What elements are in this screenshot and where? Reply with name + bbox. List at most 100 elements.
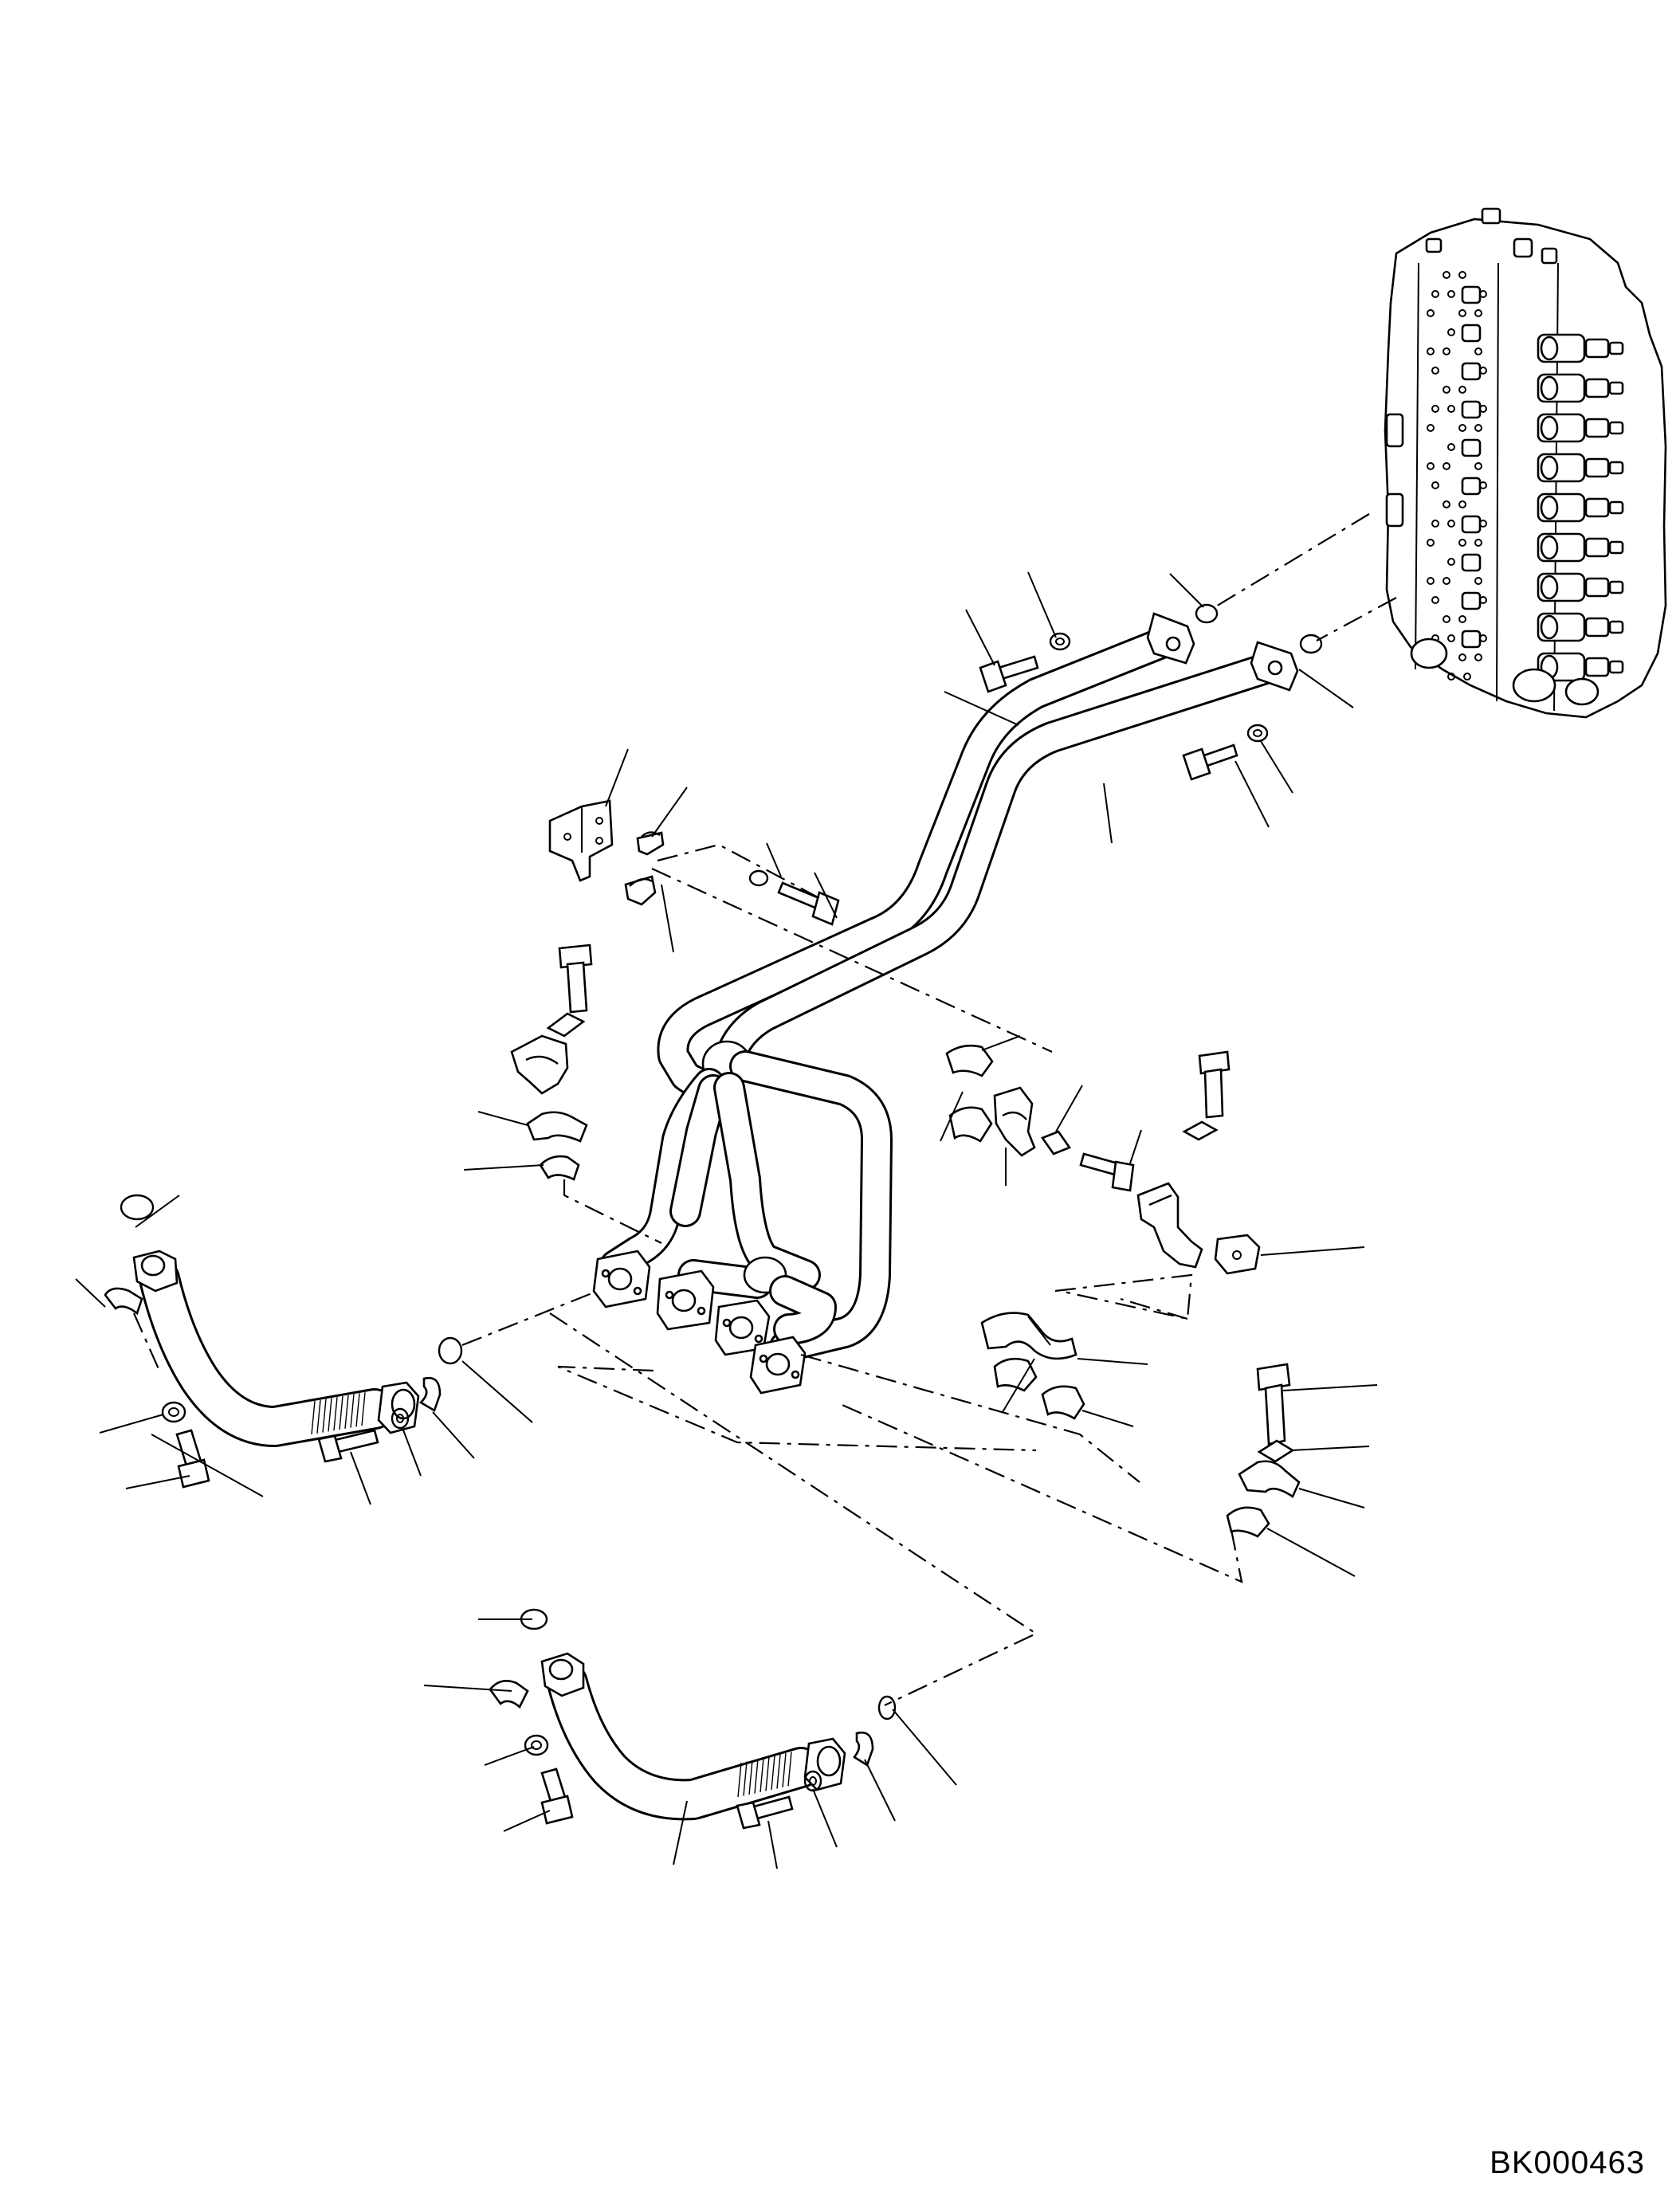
callout-leader bbox=[1290, 1446, 1370, 1451]
hose-crimp-mark bbox=[316, 1399, 321, 1434]
port-hole bbox=[1458, 309, 1466, 317]
port-hole bbox=[1443, 500, 1450, 508]
plate-icon bbox=[1182, 1120, 1219, 1141]
spool-plug bbox=[1584, 378, 1610, 398]
callout-leader bbox=[1169, 573, 1204, 608]
bracket-icon bbox=[548, 799, 614, 882]
bolt-icon bbox=[540, 1767, 574, 1825]
washer-icon bbox=[1049, 632, 1071, 651]
callout-leader-lines bbox=[75, 571, 1378, 1869]
callout-leader bbox=[1103, 783, 1113, 844]
hose-crimp-mark bbox=[350, 1394, 355, 1428]
clamp-icon bbox=[993, 1357, 1038, 1392]
assembly-line bbox=[557, 1365, 1037, 1452]
spool-plug bbox=[1584, 657, 1610, 677]
hose-icon bbox=[540, 1652, 846, 1821]
bolt-icon bbox=[777, 881, 840, 926]
valve-fitting bbox=[1461, 362, 1482, 381]
callout-leader bbox=[463, 1164, 544, 1171]
callout-leader bbox=[812, 1788, 838, 1848]
assembly-line bbox=[549, 1312, 1038, 1706]
callout-leader bbox=[477, 1111, 528, 1126]
port-hole bbox=[1431, 596, 1439, 604]
port-hole bbox=[1427, 539, 1435, 547]
clamp-icon bbox=[526, 1111, 588, 1143]
bolt-icon bbox=[979, 655, 1039, 693]
callout-leader bbox=[503, 1810, 551, 1832]
spool-nut bbox=[1608, 381, 1624, 395]
callout-leader bbox=[1081, 1410, 1134, 1427]
hose-crimp-mark bbox=[782, 1752, 787, 1788]
valve-fitting bbox=[1461, 438, 1482, 457]
spool-nut bbox=[1608, 461, 1624, 475]
port-hole bbox=[1447, 558, 1455, 566]
spool-end bbox=[1540, 614, 1559, 640]
washer-icon bbox=[1246, 724, 1269, 743]
hose-crimp-mark bbox=[361, 1392, 366, 1426]
o-ring-icon bbox=[1195, 603, 1219, 624]
o-ring-icon bbox=[1299, 634, 1323, 654]
spool-plug bbox=[1584, 617, 1610, 638]
plate-icon bbox=[546, 1012, 586, 1038]
clamp-icon bbox=[624, 875, 657, 906]
assembly-line bbox=[836, 1401, 1243, 1583]
spool-end bbox=[1540, 535, 1559, 560]
clamp-icon bbox=[539, 1155, 580, 1181]
spool-nut bbox=[1608, 500, 1624, 515]
clamp-icon bbox=[1226, 1506, 1270, 1538]
callout-leader bbox=[1260, 740, 1293, 794]
spool-nut bbox=[1608, 341, 1624, 355]
port-hole bbox=[1431, 405, 1439, 413]
port-hole bbox=[1443, 386, 1450, 394]
callout-leader bbox=[661, 884, 674, 953]
hose-crimp-mark bbox=[737, 1762, 742, 1798]
bolt-icon bbox=[175, 1429, 210, 1489]
clamp-icon bbox=[1214, 1234, 1261, 1275]
callout-leader bbox=[1077, 1358, 1148, 1365]
callout-leader bbox=[767, 1820, 778, 1869]
bolt-icon bbox=[1079, 1152, 1135, 1192]
callout-leader bbox=[1027, 571, 1057, 638]
hose-crimp-mark bbox=[339, 1395, 343, 1430]
port-hole bbox=[1474, 653, 1482, 661]
clamp-icon bbox=[948, 1106, 993, 1143]
washer-icon bbox=[391, 1407, 410, 1430]
port-hole bbox=[1458, 424, 1466, 432]
hose-crimp-mark bbox=[311, 1400, 316, 1435]
valve-fitting bbox=[1461, 630, 1482, 649]
port-hole bbox=[1427, 347, 1435, 355]
port-hole bbox=[1427, 462, 1435, 470]
callout-leader bbox=[423, 1685, 512, 1692]
reference-code: BK000463 bbox=[1490, 2145, 1645, 2180]
bracket-icon bbox=[1136, 1182, 1203, 1269]
port-hole bbox=[1458, 500, 1466, 508]
plate-icon bbox=[1257, 1439, 1295, 1463]
callout-leader bbox=[1260, 1246, 1365, 1256]
callout-leader bbox=[766, 842, 782, 877]
port-hole bbox=[1443, 347, 1450, 355]
callout-leader bbox=[1298, 1488, 1365, 1508]
split-flange-icon bbox=[418, 1376, 442, 1412]
assembly-line bbox=[563, 1179, 662, 1244]
hose-crimp-mark bbox=[333, 1397, 338, 1431]
assembly-line bbox=[132, 1312, 161, 1371]
split-flange-icon bbox=[104, 1287, 143, 1316]
callout-leader bbox=[1266, 1528, 1356, 1577]
callout-leader bbox=[1002, 1358, 1035, 1413]
hose-crimp-mark bbox=[743, 1761, 748, 1796]
spool-end bbox=[1540, 375, 1559, 401]
port-hole bbox=[1431, 367, 1439, 375]
port-hole bbox=[1474, 462, 1482, 470]
valve-fitting bbox=[1461, 400, 1482, 419]
assembly-line bbox=[1054, 1273, 1193, 1320]
pipe-assembly-icon bbox=[592, 612, 1299, 1395]
hose-crimp-mark bbox=[776, 1754, 781, 1789]
hose-crimp-mark bbox=[771, 1755, 775, 1791]
spool-plug bbox=[1584, 457, 1610, 478]
spool-end bbox=[1540, 415, 1559, 441]
assembly-line bbox=[1316, 597, 1397, 641]
valve-fitting bbox=[1461, 477, 1482, 496]
hose-crimp-mark bbox=[355, 1393, 360, 1427]
bolt-icon bbox=[1256, 1363, 1291, 1446]
